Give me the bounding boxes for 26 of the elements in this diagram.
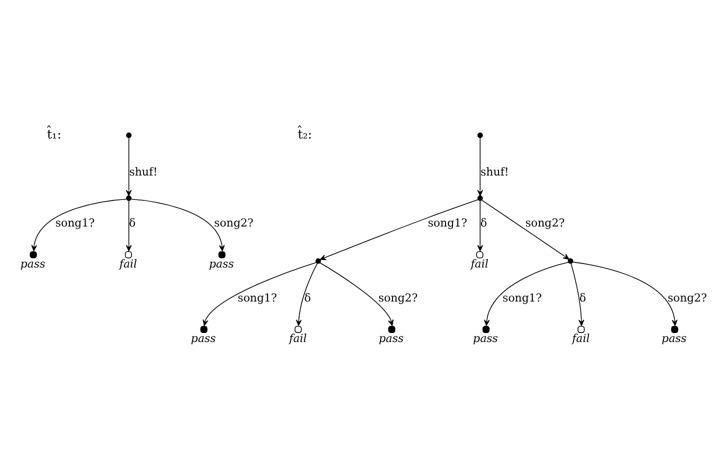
node-label: pass [662,332,687,345]
edge-label: δ [480,216,487,230]
edge-label: song2? [668,290,707,304]
edge-label: song2? [214,216,254,230]
edge-label: song2? [525,216,565,230]
edge-label: δ [129,216,136,230]
edge-label: shuf! [480,165,509,178]
edge-label: song1? [428,216,468,230]
edge-label: δ [304,290,311,304]
node-label: pass [378,332,404,345]
node-label: fail [289,332,307,345]
edge-label: song1? [55,216,95,230]
node-label: pass [473,332,498,345]
node-label: pass [208,256,234,270]
edge-label: song1? [238,290,277,304]
edge-label: song2? [378,290,418,304]
node-label: fail [119,256,138,270]
node-label: fail [572,332,590,345]
edge-label: song1? [502,290,542,304]
label: t̂₁: [46,126,62,141]
edge-label: δ [579,290,586,304]
edge-label: shuf! [129,165,158,178]
node-label: pass [20,256,46,270]
node-label: fail [470,256,488,270]
label: t̂₂: [298,126,312,141]
node-label: pass [190,332,216,345]
